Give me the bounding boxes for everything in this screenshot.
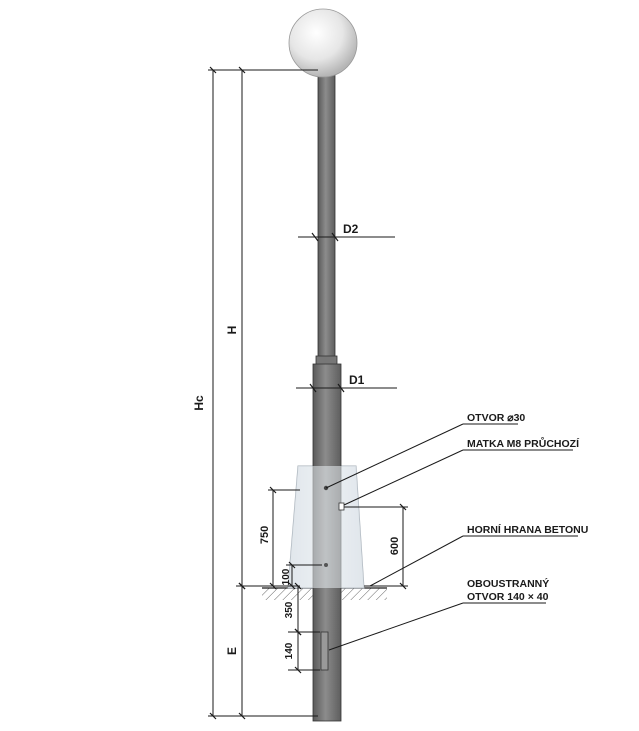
annotation-matka: MATKA M8 PRŮCHOZÍ	[467, 436, 580, 450]
label-100: 100	[281, 568, 292, 585]
label-600: 600	[389, 537, 401, 555]
upper-pole	[317, 73, 336, 365]
annotation-oboustranny-2: OTVOR 140 × 40	[467, 591, 549, 603]
label-e: E	[225, 647, 239, 655]
annotation-otvor30: OTVOR ⌀30	[467, 412, 525, 424]
label-d1: D1	[349, 373, 365, 387]
slot-opening	[320, 631, 329, 671]
dimension-lines	[208, 66, 578, 720]
globe-lamp	[288, 8, 358, 78]
annotation-horni-hrana: HORNÍ HRANA BETONU	[467, 523, 588, 536]
nut-m8	[338, 502, 345, 511]
label-350: 350	[284, 601, 295, 618]
label-hc: Hc	[192, 395, 206, 411]
hole-lower	[324, 563, 328, 567]
label-750: 750	[259, 526, 271, 544]
annotation-oboustranny-1: OBOUSTRANNÝ	[467, 577, 549, 590]
label-d2: D2	[343, 222, 359, 236]
label-h: H	[225, 326, 239, 335]
label-140: 140	[284, 642, 295, 659]
